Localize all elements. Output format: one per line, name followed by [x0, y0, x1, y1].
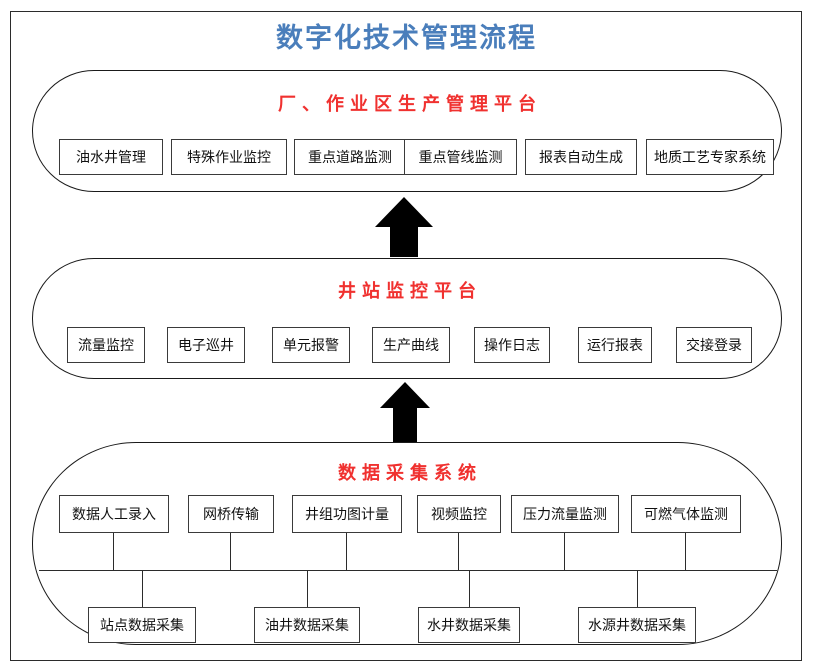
flow-arrow-up-upper [373, 196, 435, 263]
leaf-box-key-road-monitoring[interactable]: 重点道路监测 [294, 139, 406, 175]
acquisition-bus-line [39, 570, 777, 572]
connector-well-group-metering [346, 533, 348, 571]
leaf-box-unit-alarm[interactable]: 单元报警 [272, 327, 350, 363]
section-production-management-platform: 厂、作业区生产管理平台 油水井管理 特殊作业监控 重点道路监测 重点管线监测 报… [32, 70, 782, 192]
leaf-box-oil-water-well-management[interactable]: 油水井管理 [59, 139, 163, 175]
flow-arrow-up-lower [378, 381, 432, 448]
connector-manual-data-entry [113, 533, 115, 571]
leaf-box-pressure-flow-monitoring[interactable]: 压力流量监测 [511, 495, 619, 533]
leaf-box-water-source-well-data-acquisition[interactable]: 水源井数据采集 [578, 607, 696, 643]
leaf-box-combustible-gas-monitoring[interactable]: 可燃气体监测 [631, 495, 741, 533]
leaf-box-well-group-dynamometer-metering[interactable]: 井组功图计量 [292, 495, 402, 533]
leaf-box-shift-handover-login[interactable]: 交接登录 [676, 327, 752, 363]
connector-video-monitoring [458, 533, 460, 571]
connector-combustible-gas-monitoring [685, 533, 687, 571]
section-heading-wellstation: 井站监控平台 [338, 281, 482, 301]
leaf-box-flow-monitoring[interactable]: 流量监控 [67, 327, 145, 363]
connector-bridge-transmission [230, 533, 232, 571]
section-well-station-monitoring-platform: 井站监控平台 流量监控 电子巡井 单元报警 生产曲线 操作日志 运行报表 交接登… [32, 258, 782, 379]
leaf-box-geology-process-expert-system[interactable]: 地质工艺专家系统 [646, 139, 774, 175]
leaf-box-running-report[interactable]: 运行报表 [578, 327, 652, 363]
connector-station-data-acquisition [142, 571, 144, 607]
leaf-box-video-monitoring[interactable]: 视频监控 [417, 495, 501, 533]
leaf-box-station-data-acquisition[interactable]: 站点数据采集 [88, 607, 196, 643]
leaf-box-oil-well-data-acquisition[interactable]: 油井数据采集 [254, 607, 360, 643]
leaf-box-bridge-transmission[interactable]: 网桥传输 [188, 495, 274, 533]
connector-water-source-well-data-acquisition [637, 571, 639, 607]
section-data-acquisition-system: 数据采集系统 数据人工录入 网桥传输 井组功图计量 视频监控 压力流量监测 可燃… [32, 442, 782, 645]
connector-pressure-flow-monitoring [564, 533, 566, 571]
connector-water-well-data-acquisition [469, 571, 471, 607]
leaf-box-operation-log[interactable]: 操作日志 [474, 327, 550, 363]
section-heading-platform: 厂、作业区生产管理平台 [278, 94, 542, 114]
leaf-box-production-curve[interactable]: 生产曲线 [372, 327, 450, 363]
connector-oil-well-data-acquisition [307, 571, 309, 607]
section-heading-acquisition: 数据采集系统 [338, 463, 482, 483]
page-title: 数字化技术管理流程 [276, 23, 537, 53]
leaf-box-key-pipeline-monitoring[interactable]: 重点管线监测 [404, 139, 517, 175]
leaf-box-water-well-data-acquisition[interactable]: 水井数据采集 [418, 607, 520, 643]
leaf-box-auto-report-generation[interactable]: 报表自动生成 [525, 139, 637, 175]
leaf-box-special-operation-monitoring[interactable]: 特殊作业监控 [171, 139, 287, 175]
leaf-box-electronic-well-patrol[interactable]: 电子巡井 [167, 327, 245, 363]
leaf-box-manual-data-entry[interactable]: 数据人工录入 [59, 495, 169, 533]
